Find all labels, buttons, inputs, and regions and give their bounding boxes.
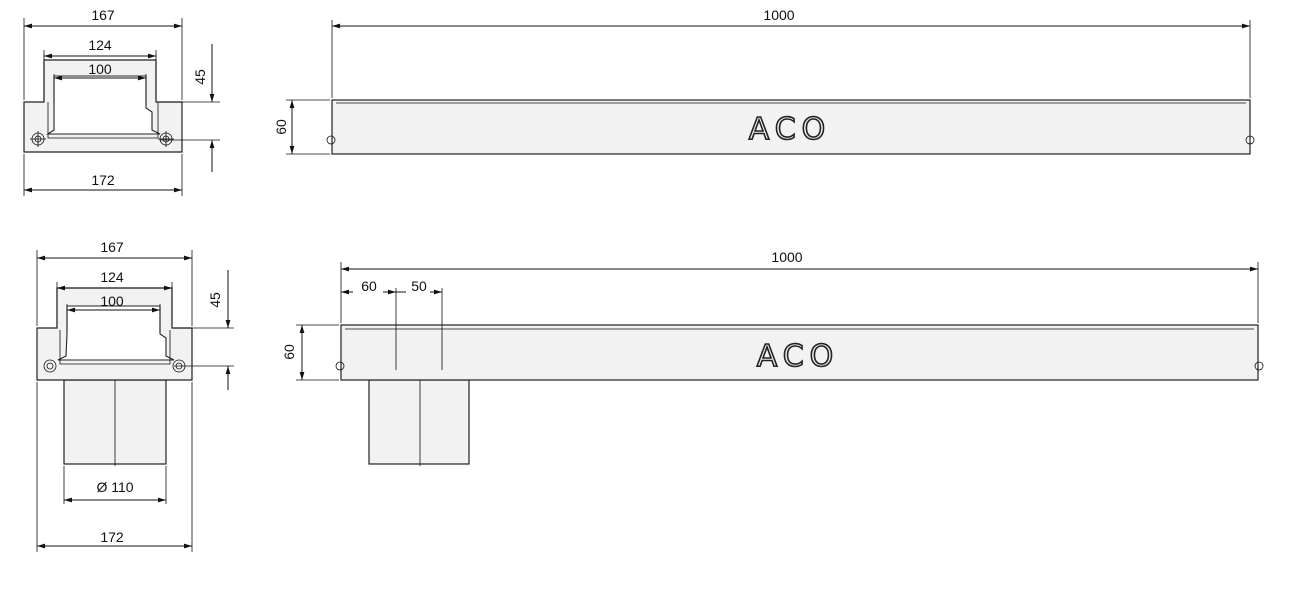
dim-width-top: 167 — [91, 7, 115, 23]
dim-height: 45 — [207, 292, 223, 308]
dim-length: 1000 — [763, 7, 794, 23]
bottom-cross-section: 167 124 100 45 Ø 110 172 — [36, 239, 234, 552]
bolt-hole-icon — [43, 359, 57, 373]
bolt-end-icon — [335, 361, 345, 371]
dim-offset: 60 — [361, 278, 377, 294]
top-cross-section: 167 124 100 45 172 — [23, 7, 220, 196]
dim-side-height: 60 — [273, 119, 289, 135]
bottom-side-view: ACO 1000 60 50 60 — [281, 249, 1264, 466]
dim-length: 1000 — [771, 249, 802, 265]
dim-side-height: 60 — [281, 344, 297, 360]
bolt-hole-icon — [30, 131, 46, 147]
outlet-pipe — [368, 379, 470, 465]
channel-side-body — [331, 99, 1251, 155]
dim-width-bottom: 172 — [100, 529, 124, 545]
channel-inner — [57, 305, 175, 361]
bolt-hole-icon — [158, 131, 174, 147]
channel-side-body — [340, 324, 1259, 381]
dim-outlet-diameter: Ø 110 — [96, 479, 133, 495]
channel-wall — [59, 330, 171, 365]
aco-logo: ACO — [757, 339, 840, 374]
bolt-end-icon — [1245, 135, 1255, 145]
dim-width-top: 167 — [100, 239, 124, 255]
channel-wall — [47, 102, 159, 139]
top-side-view: ACO 1000 60 — [273, 7, 1255, 155]
bolt-end-icon — [326, 135, 336, 145]
aco-logo: ACO — [749, 112, 832, 147]
channel-inner — [46, 75, 161, 135]
dim-outlet-width: 50 — [411, 278, 427, 294]
dim-width-bottom: 172 — [91, 172, 115, 188]
dim-height: 45 — [192, 69, 208, 85]
dim-inner-wide: 124 — [100, 269, 124, 285]
bolt-end-icon — [1254, 361, 1264, 371]
dim-inner-narrow: 100 — [88, 61, 112, 77]
dim-inner-narrow: 100 — [100, 293, 124, 309]
dim-inner-wide: 124 — [88, 37, 112, 53]
